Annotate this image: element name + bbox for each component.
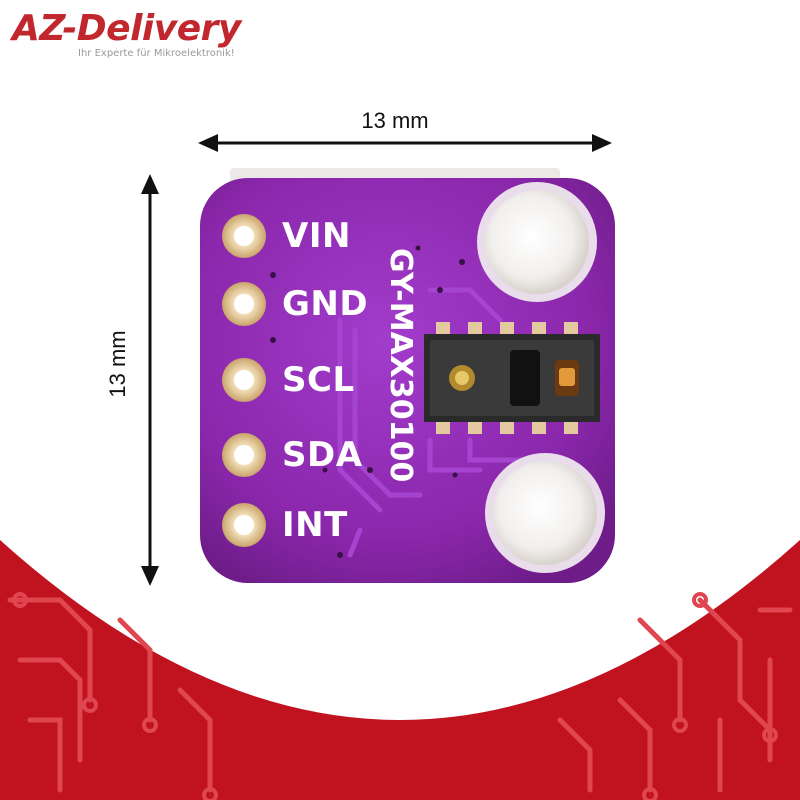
board-model-label: GY-MAX30100 <box>383 248 418 483</box>
logo-name: AZ-Delivery <box>12 8 241 49</box>
pin-pads <box>222 214 266 547</box>
pin-label-vin: VIN <box>282 216 351 256</box>
pin-label-gnd: GND <box>282 284 369 324</box>
height-dimension-label: 13 mm <box>105 330 130 398</box>
pad-gnd <box>222 282 266 326</box>
pad-sda <box>222 433 266 477</box>
mounting-hole-bottom <box>485 453 605 573</box>
width-dimension-label: 13 mm <box>361 108 429 133</box>
dimension-arrows <box>141 134 612 586</box>
mounting-hole-top <box>477 182 597 302</box>
brand-logo: AZ-Delivery Ihr Experte für Mikroelektro… <box>12 8 272 68</box>
pad-int <box>222 503 266 547</box>
pin-label-scl: SCL <box>282 360 355 400</box>
pad-scl <box>222 358 266 402</box>
pin-label-sda: SDA <box>282 435 363 475</box>
pad-vin <box>222 214 266 258</box>
logo-tagline: Ihr Experte für Mikroelektronik! <box>78 48 235 59</box>
max30100-chip <box>424 322 600 434</box>
pin-label-int: INT <box>282 505 348 545</box>
red-circuit-background <box>0 540 800 800</box>
